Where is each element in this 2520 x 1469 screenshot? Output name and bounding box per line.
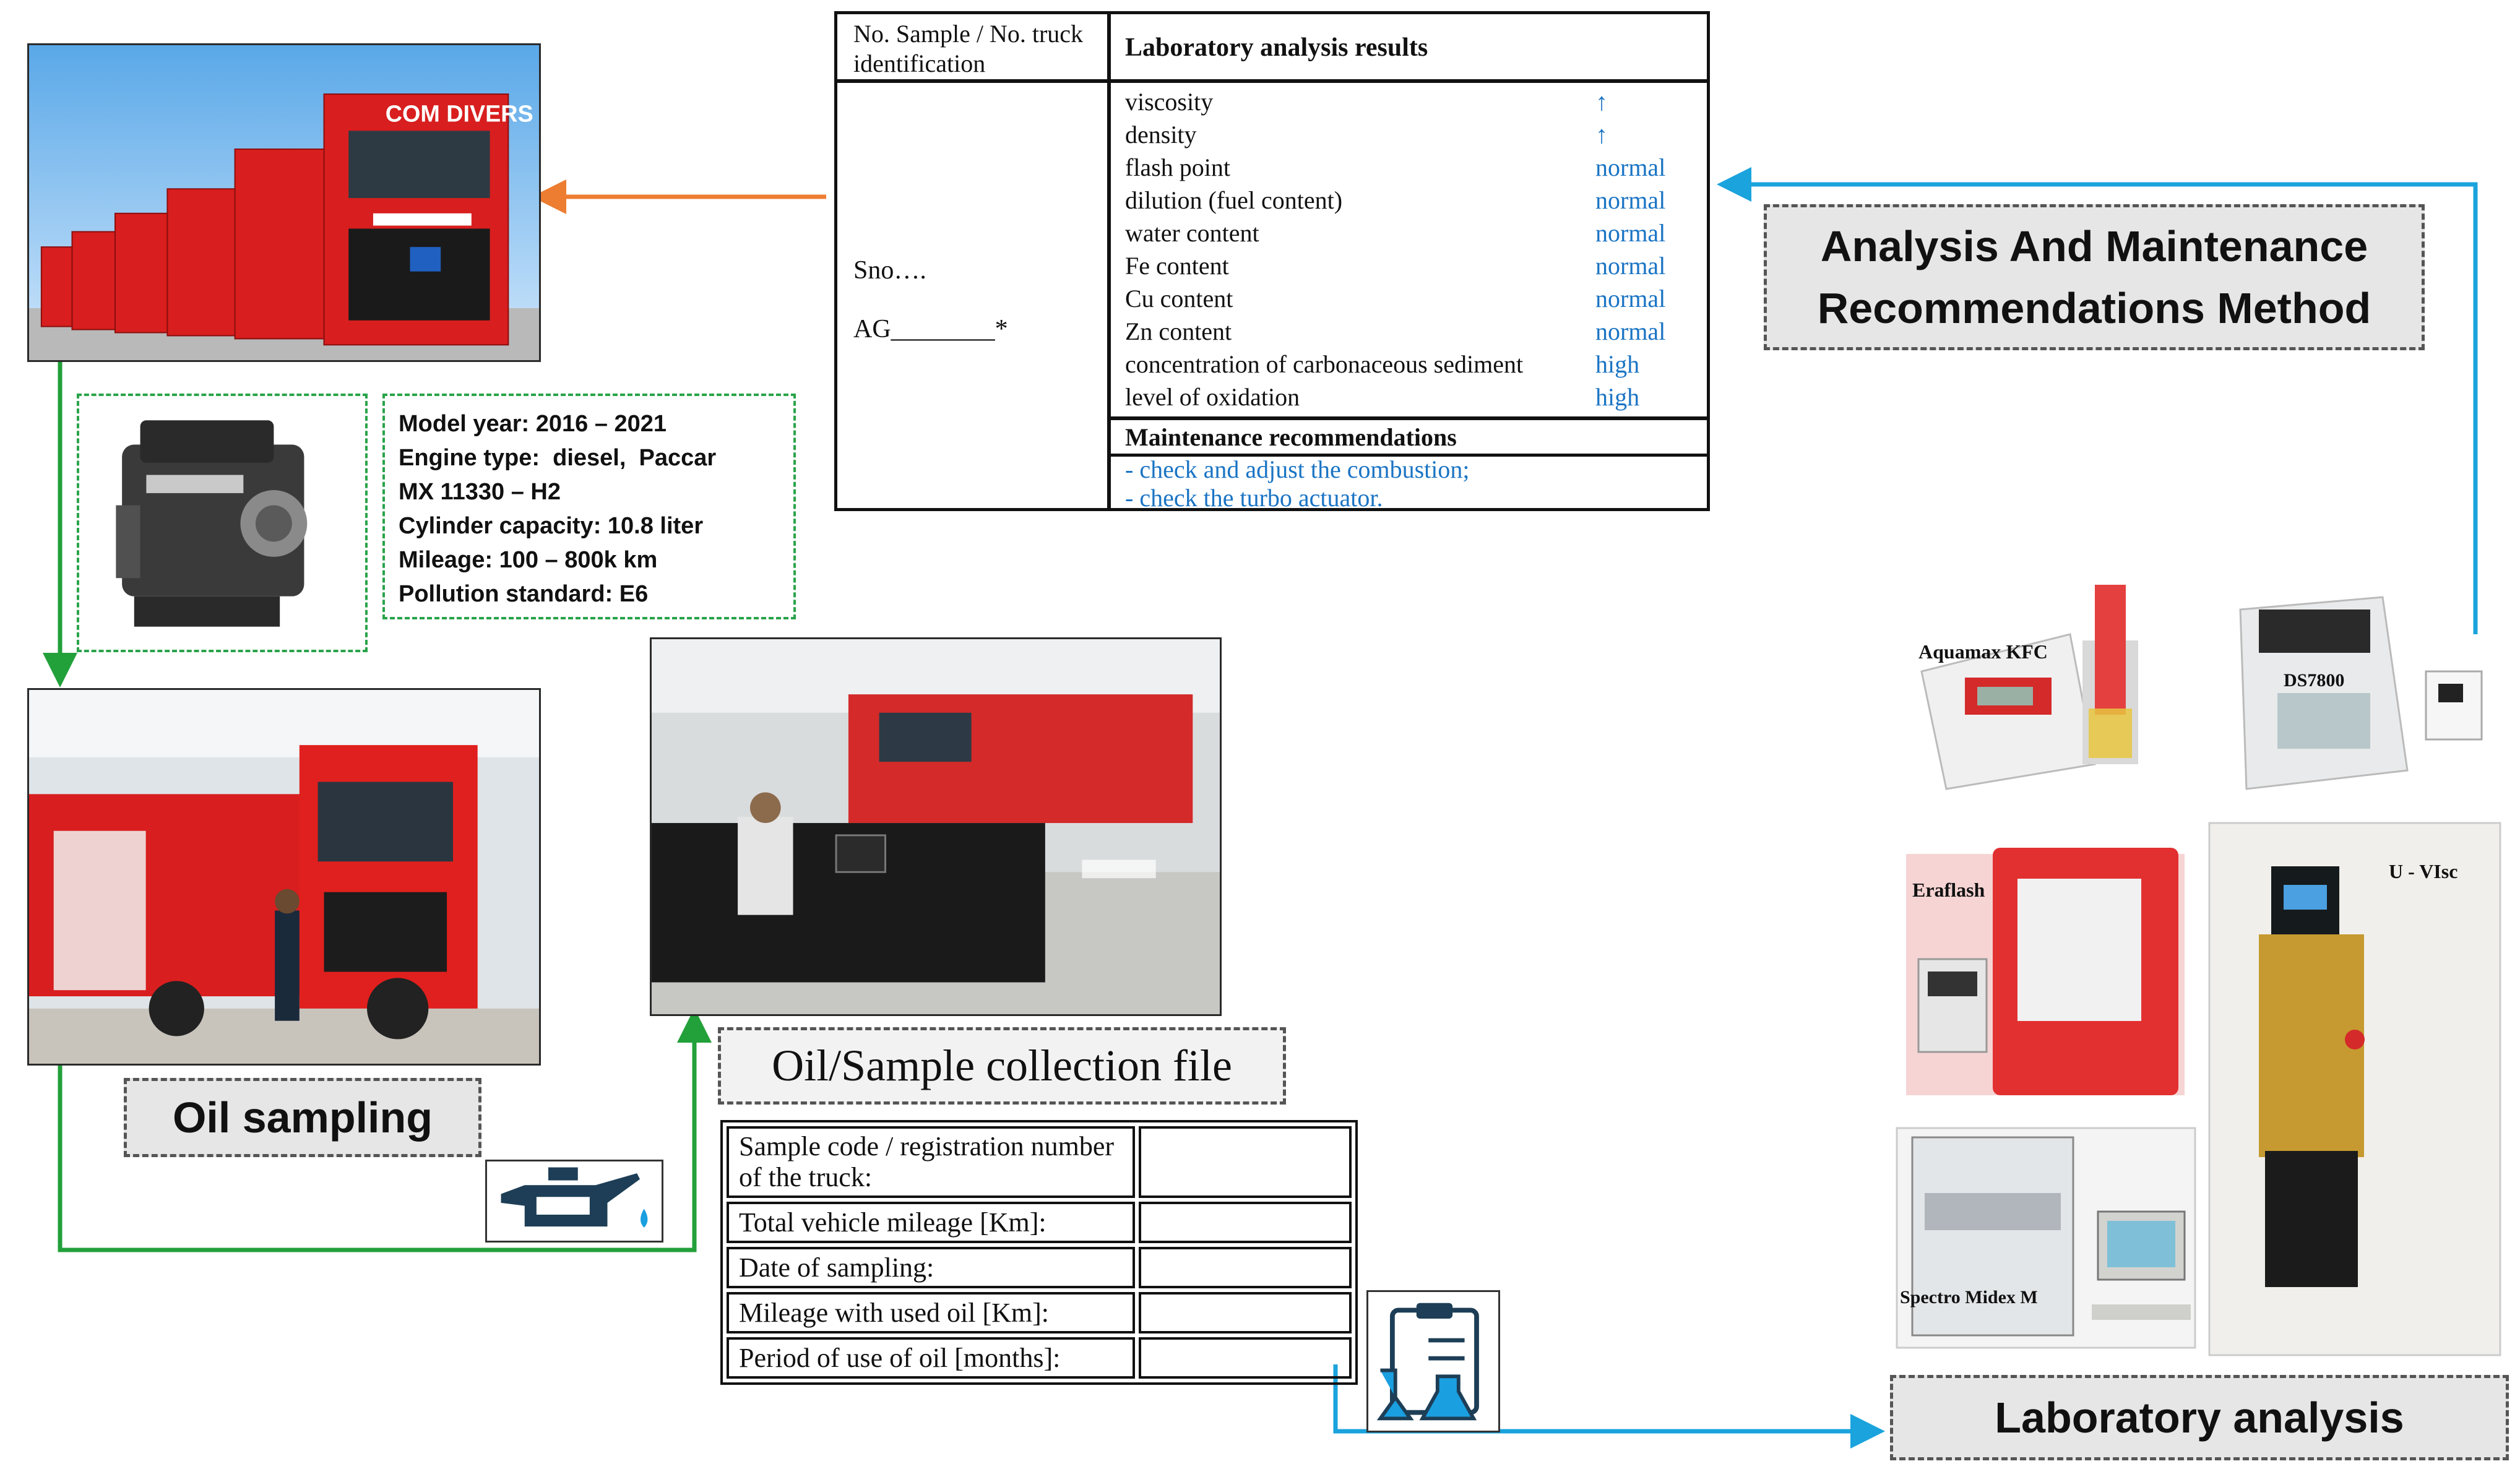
- recommendation-1: - check and adjust the combustion;: [1125, 455, 1470, 483]
- form-label-sample-code: Sample code / registration number of the…: [727, 1126, 1135, 1198]
- truck-fleet-photo: COM DIVERS: [27, 43, 541, 362]
- aquamax-instrument: Aquamax KFC: [1909, 566, 2163, 804]
- parameter-row: Fe content normal: [1125, 249, 1688, 282]
- form-label-period-of-use: Period of use of oil [months]:: [727, 1337, 1135, 1379]
- parameter-row: dilution (fuel content) normal: [1125, 184, 1688, 217]
- parameter-value: normal: [1595, 285, 1666, 312]
- eraflash-label: Eraflash: [1912, 879, 1985, 901]
- maintenance-header: Maintenance recommendations: [1125, 423, 1457, 451]
- form-label-used-oil-mileage: Mileage with used oil [Km]:: [727, 1292, 1135, 1333]
- collection-file-text: Oil/Sample collection file: [772, 1041, 1232, 1090]
- blue-arrow-to-lab: [1333, 1364, 1885, 1449]
- parameter-row: concentration of carbonaceous sediment hi…: [1125, 348, 1688, 381]
- lab-analysis-text: Laboratory analysis: [1995, 1394, 2404, 1442]
- blue-arrow-to-results: [1717, 167, 2478, 634]
- form-row: Total vehicle mileage [Km]:: [727, 1202, 1352, 1243]
- collection-form: Sample code / registration number of the…: [720, 1120, 1358, 1385]
- form-value-sample-code[interactable]: [1139, 1126, 1352, 1198]
- spec-pollution-standard: Pollution standard: E6: [399, 581, 649, 607]
- form-row: Sample code / registration number of the…: [727, 1126, 1352, 1198]
- eraflash-instrument: Eraflash: [1900, 823, 2191, 1098]
- parameter-value: ↑: [1595, 121, 1608, 149]
- engine-image: [116, 420, 308, 627]
- parameter-row: viscosity ↑: [1125, 85, 1688, 118]
- parameter-value: normal: [1595, 252, 1666, 280]
- parameter-value: normal: [1595, 153, 1666, 181]
- parameter-name: Zn content: [1125, 317, 1232, 345]
- parameter-value: normal: [1595, 219, 1666, 247]
- parameter-name: level of oxidation: [1125, 383, 1300, 411]
- form-label-date-sampling: Date of sampling:: [727, 1247, 1135, 1288]
- uvisc-instrument: U - VIsc: [2203, 817, 2506, 1361]
- ds7800-label: DS7800: [2284, 670, 2345, 691]
- engine-specs-box: Model year: 2016 – 2021 Engine type: die…: [382, 394, 796, 619]
- oil-sampling-text: Oil sampling: [172, 1093, 433, 1142]
- spec-engine-type: Engine type: diesel, Paccar: [399, 445, 717, 471]
- method-label-line2: Recommendations Method: [1817, 284, 2371, 332]
- lab-results-table: No. Sample / No. truck identification La…: [834, 11, 1710, 512]
- truck-brand-text: COM DIVERS: [386, 101, 533, 127]
- collection-file-label: Oil/Sample collection file: [718, 1027, 1286, 1105]
- engine-image-box: [77, 394, 368, 652]
- spectro-instrument: Spectro Midex M: [1894, 1125, 2198, 1351]
- ds7800-instrument: DS7800: [2222, 585, 2494, 808]
- oil-can-icon: [485, 1160, 663, 1243]
- parameter-row: Zn content normal: [1125, 315, 1688, 348]
- parameter-row: Cu content normal: [1125, 282, 1688, 315]
- clipboard-flask-icon: [1366, 1290, 1500, 1432]
- spec-model-year: Model year: 2016 – 2021: [399, 411, 667, 437]
- parameter-value: high: [1595, 350, 1640, 378]
- ag-label: AG________*: [853, 315, 1008, 343]
- maintenance-divider-bottom: [1107, 454, 1707, 457]
- form-row: Date of sampling:: [727, 1247, 1352, 1288]
- parameter-row: water content normal: [1125, 217, 1688, 249]
- parameter-value: ↑: [1595, 88, 1608, 116]
- method-label-line1: Analysis And Maintenance: [1820, 222, 2368, 270]
- parameter-name: dilution (fuel content): [1125, 186, 1343, 214]
- spec-cylinder-capacity: Cylinder capacity: 10.8 liter: [399, 513, 704, 539]
- parameter-name: concentration of carbonaceous sediment: [1125, 350, 1524, 378]
- column-divider: [1107, 14, 1111, 508]
- uvisc-label: U - VIsc: [2389, 860, 2458, 882]
- form-label-total-mileage: Total vehicle mileage [Km]:: [727, 1202, 1135, 1243]
- parameter-list: viscosity ↑ density ↑ flash point normal di…: [1125, 85, 1688, 413]
- form-value-date-sampling[interactable]: [1139, 1247, 1352, 1288]
- form-value-period-of-use[interactable]: [1139, 1337, 1352, 1379]
- parameter-name: viscosity: [1125, 88, 1214, 116]
- parameter-name: Cu content: [1125, 285, 1233, 312]
- parameter-row: level of oxidation high: [1125, 381, 1688, 413]
- form-row: Period of use of oil [months]:: [727, 1337, 1352, 1379]
- spec-mileage: Mileage: 100 – 800k km: [399, 547, 658, 573]
- oil-sampling-label: Oil sampling: [124, 1078, 481, 1157]
- form-value-used-oil-mileage[interactable]: [1139, 1292, 1352, 1333]
- parameter-name: water content: [1125, 219, 1259, 247]
- sample-label: Sno….: [853, 256, 926, 285]
- parameter-name: flash point: [1125, 153, 1230, 181]
- header-col2: Laboratory analysis results: [1125, 33, 1428, 62]
- oil-sampling-photo: [27, 688, 541, 1066]
- recommendation-2: - check the turbo actuator.: [1125, 484, 1383, 512]
- parameter-value: normal: [1595, 186, 1666, 214]
- form-row: Mileage with used oil [Km]:: [727, 1292, 1352, 1333]
- parameter-row: density ↑: [1125, 118, 1688, 151]
- spec-engine-model: MX 11330 – H2: [399, 479, 561, 505]
- parameter-value: high: [1595, 383, 1640, 411]
- form-value-total-mileage[interactable]: [1139, 1202, 1352, 1243]
- parameter-value: normal: [1595, 317, 1666, 345]
- spectro-label: Spectro Midex M: [1900, 1287, 2038, 1307]
- maintenance-divider-top: [1107, 416, 1707, 420]
- parameter-name: Fe content: [1125, 252, 1229, 280]
- parameter-name: density: [1125, 121, 1197, 149]
- header-divider: [837, 79, 1707, 83]
- operator-workstation-photo: [650, 637, 1222, 1016]
- header-col1: No. Sample / No. truck identification: [853, 20, 1084, 77]
- lab-analysis-label: Laboratory analysis: [1890, 1375, 2509, 1460]
- aquamax-label: Aquamax KFC: [1918, 640, 2048, 663]
- parameter-row: flash point normal: [1125, 151, 1688, 184]
- method-label: Analysis And Maintenance Recommendations…: [1764, 204, 2425, 350]
- green-arrow-loop: [58, 1008, 712, 1252]
